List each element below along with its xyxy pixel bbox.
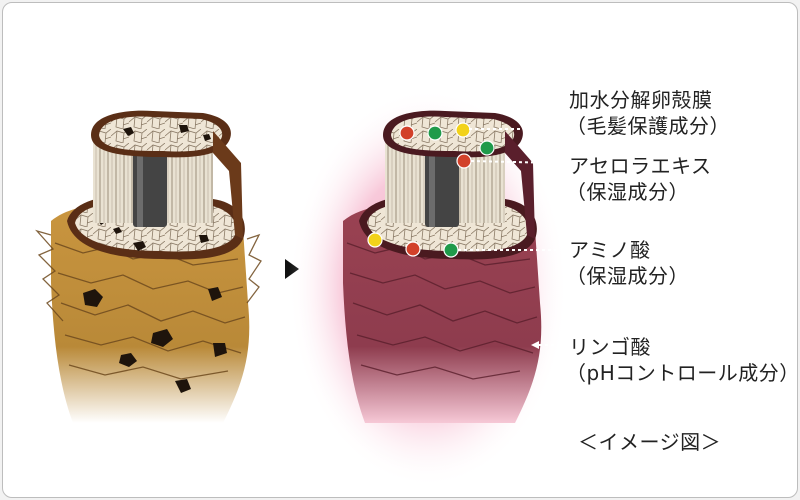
damaged-hair-illustration [35,110,262,423]
label-eggshell-membrane-sub: （毛髪保護成分） [566,114,730,138]
label-acerola-sub: （保湿成分） [566,180,689,204]
label-acerola: アセロラエキス [569,154,712,178]
hair-diagram [35,88,568,488]
label-amino-acid: アミノ酸 [569,238,651,262]
label-amino-acid-sub: （保湿成分） [566,264,689,288]
treated-hair-illustration [288,88,568,488]
label-eggshell-membrane: 加水分解卵殻膜 [569,88,713,112]
image-caption: ＜イメージ図＞ [578,430,722,454]
ingredient-dots [367,122,495,258]
label-malic-acid-sub: （pHコントロール成分） [566,361,798,385]
label-malic-acid: リンゴ酸 [569,335,651,359]
